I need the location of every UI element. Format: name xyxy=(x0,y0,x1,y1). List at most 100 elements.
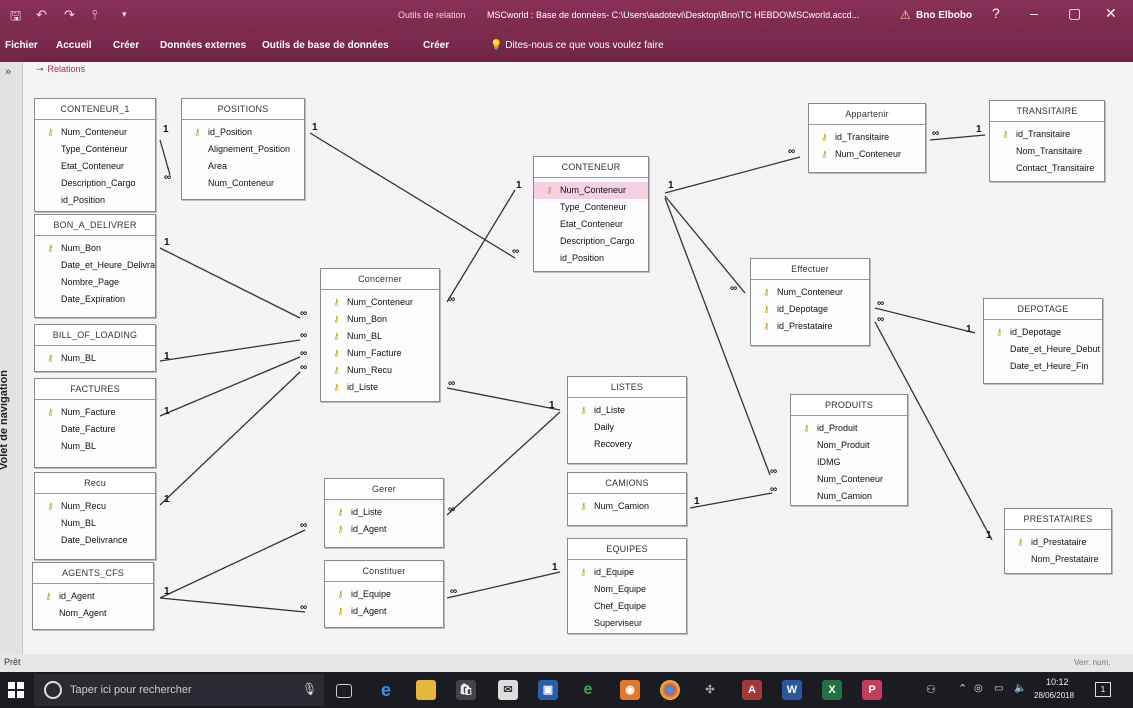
table-title[interactable]: DEPOTAGE xyxy=(984,299,1102,320)
relation-line[interactable] xyxy=(159,247,301,319)
field-row[interactable]: ⚷id_Transitaire xyxy=(990,126,1104,143)
relation-line[interactable] xyxy=(446,411,561,516)
table-gerer[interactable]: Gerer ⚷id_Liste⚷id_Agent xyxy=(324,478,444,548)
search-placeholder[interactable]: Taper ici pour rechercher xyxy=(70,684,192,696)
field-row[interactable]: Num_Camion xyxy=(791,488,907,505)
table-title[interactable]: BON_A_DELIVRER xyxy=(35,215,155,236)
photos-icon[interactable]: ▣ xyxy=(538,680,558,700)
field-row[interactable]: ⚷Num_Bon xyxy=(35,240,155,257)
field-row[interactable]: ⚷Num_Facture xyxy=(35,404,155,421)
tab-accueil[interactable]: Accueil xyxy=(56,40,92,51)
relation-line[interactable] xyxy=(664,195,746,294)
chevron-up-icon[interactable]: ⌃ xyxy=(958,683,968,695)
relations-doc-tab[interactable]: ⊸Relations xyxy=(36,64,85,75)
field-row[interactable]: Alignement_Position xyxy=(182,141,304,158)
field-row[interactable]: Date_Expiration xyxy=(35,291,155,308)
field-row[interactable]: Num_Conteneur xyxy=(182,175,304,192)
relation-line[interactable] xyxy=(664,156,801,194)
table-title[interactable]: LISTES xyxy=(568,377,686,398)
field-row[interactable]: ⚷id_Depotage xyxy=(984,324,1102,341)
field-row[interactable]: ⚷Num_Conteneur xyxy=(35,124,155,141)
field-row[interactable]: ⚷id_Agent xyxy=(33,588,153,605)
field-row[interactable]: Date_Delivrance xyxy=(35,532,155,549)
table-concerner[interactable]: Concerner⚷Num_Conteneur⚷Num_Bon⚷Num_BL⚷N… xyxy=(320,268,440,402)
table-title[interactable]: Constituer xyxy=(325,561,443,582)
field-row[interactable]: Num_Conteneur xyxy=(791,471,907,488)
filter-icon[interactable]: ⫯ xyxy=(92,7,98,22)
excel-icon[interactable]: X xyxy=(822,680,842,700)
field-row[interactable]: ⚷id_Liste xyxy=(568,402,686,419)
windows-start-icon[interactable] xyxy=(8,682,24,698)
relation-line[interactable] xyxy=(159,371,301,506)
access-icon[interactable]: A xyxy=(742,680,762,700)
field-row[interactable]: Type_Conteneur xyxy=(35,141,155,158)
expand-nav-chevron-icon[interactable]: » xyxy=(5,66,12,78)
field-row[interactable]: ⚷id_Liste xyxy=(325,504,443,521)
clock-time[interactable]: 10:12 xyxy=(1046,677,1069,687)
field-row[interactable]: ⚷id_Equipe xyxy=(568,564,686,581)
tab-creer[interactable]: Créer xyxy=(113,40,140,51)
relation-line[interactable] xyxy=(159,339,301,362)
field-row[interactable]: Date_et_Heure_Fin xyxy=(984,358,1102,375)
table-camions[interactable]: CAMIONS⚷Num_Camion xyxy=(567,472,687,526)
close-button[interactable]: ✕ xyxy=(1105,5,1117,21)
field-row[interactable]: ⚷Num_BL xyxy=(35,350,155,367)
network-icon[interactable]: ◎ xyxy=(974,683,983,694)
field-row[interactable]: ⚷id_Produit xyxy=(791,420,907,437)
field-row[interactable]: Nom_Agent xyxy=(33,605,153,622)
table-title[interactable]: FACTURES xyxy=(35,379,155,400)
file-explorer-icon[interactable] xyxy=(416,680,436,700)
field-row[interactable]: Nom_Prestataire xyxy=(1005,551,1111,568)
field-row[interactable]: ⚷Num_Conteneur xyxy=(809,146,925,163)
relation-line[interactable] xyxy=(689,492,773,509)
field-row[interactable]: Chef_Equipe xyxy=(568,598,686,615)
field-row[interactable]: ⚷id_Agent xyxy=(325,603,443,620)
help-button[interactable]: ? xyxy=(992,5,1000,21)
field-row[interactable]: ⚷Num_Conteneur xyxy=(534,182,648,199)
tab-fichier[interactable]: Fichier xyxy=(5,40,38,51)
tab-donnees-externes[interactable]: Données externes xyxy=(160,40,247,51)
table-title[interactable]: TRANSITAIRE xyxy=(990,101,1104,122)
table-title[interactable]: PRESTATAIRES xyxy=(1005,509,1111,530)
field-row[interactable]: Date_et_Heure_Debut xyxy=(984,341,1102,358)
table-title[interactable]: Recu xyxy=(35,473,155,494)
table-title[interactable]: EQUIPES xyxy=(568,539,686,560)
people-icon[interactable]: ⚇ xyxy=(926,684,936,696)
relation-line[interactable] xyxy=(664,197,771,476)
save-icon[interactable]: 🖫 xyxy=(10,8,22,23)
clock-date[interactable]: 28/06/2018 xyxy=(1034,691,1075,700)
taskbar-search-box[interactable]: Taper ici pour rechercher 🎙 xyxy=(34,674,324,706)
field-row[interactable]: ⚷id_Equipe xyxy=(325,586,443,603)
restore-button[interactable]: ▢ xyxy=(1068,5,1082,21)
table-title[interactable]: BILL_OF_LOADING xyxy=(35,325,155,346)
field-row[interactable]: ⚷id_Agent xyxy=(325,521,443,538)
field-row[interactable]: Date_Facture xyxy=(35,421,155,438)
tab-outils-base-de-donnees[interactable]: Outils de base de données xyxy=(262,40,389,51)
relation-line[interactable] xyxy=(446,387,561,411)
field-row[interactable]: ⚷id_Prestataire xyxy=(751,318,869,335)
field-row[interactable]: Superviseur xyxy=(568,615,686,632)
relation-line[interactable] xyxy=(446,571,561,599)
table-title[interactable]: Gerer xyxy=(325,479,443,500)
field-row[interactable]: Nombre_Page xyxy=(35,274,155,291)
relation-line[interactable] xyxy=(874,307,976,334)
field-row[interactable]: ⚷Num_BL xyxy=(321,328,439,345)
field-row[interactable]: ⚷Num_Facture xyxy=(321,345,439,362)
field-row[interactable]: ⚷Num_Camion xyxy=(568,498,686,515)
table-title[interactable]: AGENTS_CFS xyxy=(33,563,153,584)
field-row[interactable]: Contact_Transitaire xyxy=(990,160,1104,177)
tell-me-box[interactable]: 💡 Dites-nous ce que vous voulez faire xyxy=(490,40,664,51)
field-row[interactable]: ⚷Num_Conteneur xyxy=(321,294,439,311)
